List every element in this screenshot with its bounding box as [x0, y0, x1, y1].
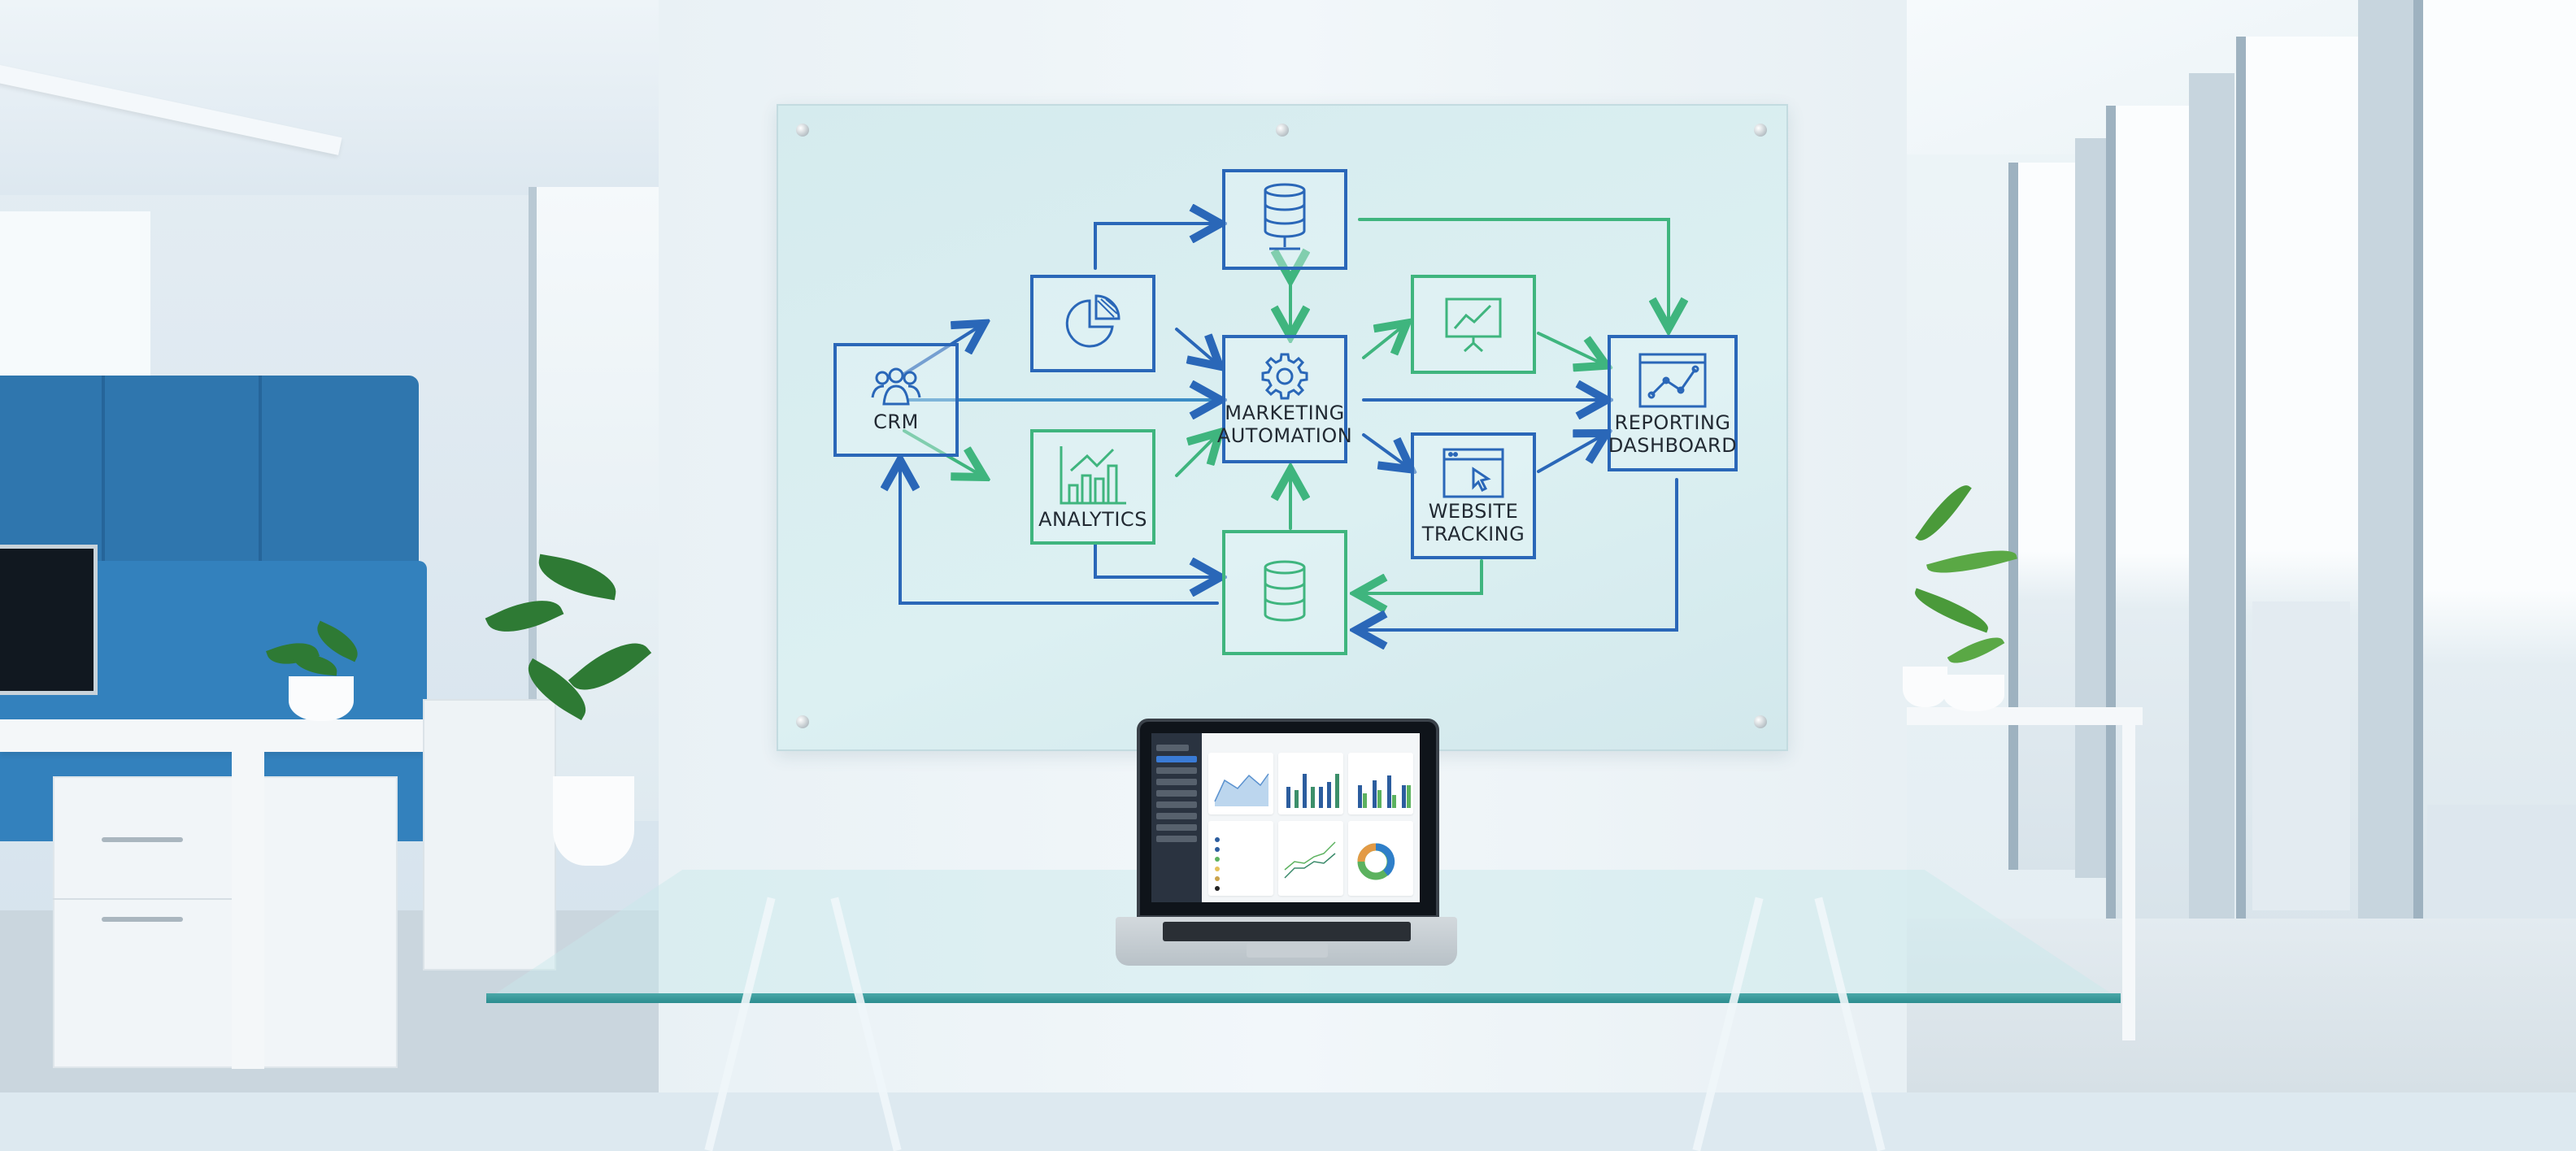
- bar-chart-icon: [1060, 446, 1126, 505]
- laptop-trackpad[interactable]: [1247, 943, 1328, 958]
- desk: [0, 719, 423, 752]
- dashboard-sidebar: [1151, 733, 1202, 902]
- reporting-label-2: DASHBOARD: [1608, 434, 1738, 457]
- mounting-pin: [1754, 715, 1767, 728]
- plant-pot: [1903, 667, 1947, 707]
- donut-chart-card: [1348, 821, 1413, 896]
- nav-item[interactable]: [1156, 836, 1197, 842]
- dashboard-main: [1202, 733, 1420, 902]
- mounting-pin: [1276, 124, 1289, 137]
- laptop-keyboard[interactable]: [1163, 922, 1411, 941]
- database-node: [1222, 169, 1347, 270]
- database-icon: [1264, 560, 1306, 622]
- divider-seam: [259, 376, 262, 562]
- laptop-screen[interactable]: [1137, 719, 1439, 919]
- mounting-pin: [796, 715, 809, 728]
- website-label-2: TRACKING: [1421, 523, 1525, 545]
- area-chart-card: [1208, 753, 1273, 814]
- website-tracking-node: WEBSITE TRACKING: [1411, 432, 1536, 559]
- city-building: [2252, 602, 2350, 910]
- presentation-node: [1411, 275, 1536, 374]
- drawer-handle: [102, 917, 183, 922]
- segmentation-node: [1030, 275, 1155, 372]
- window-mullion: [2189, 73, 2234, 935]
- drawer-handle: [102, 837, 183, 842]
- divider-seam: [102, 376, 105, 562]
- pie-chart-icon: [1065, 294, 1120, 348]
- nav-item[interactable]: [1156, 790, 1197, 797]
- website-label-1: WEBSITE: [1428, 500, 1519, 523]
- marketing-automation-node: MARKETING AUTOMATION: [1217, 335, 1352, 463]
- plant-pot: [553, 776, 634, 866]
- plant-pot: [1943, 675, 2004, 711]
- nav-item[interactable]: [1156, 801, 1197, 808]
- grouped-bar-card: [1348, 753, 1413, 814]
- cubicle-divider: [0, 376, 419, 562]
- nav-item[interactable]: [1156, 745, 1189, 751]
- line-chart-card: [1278, 821, 1343, 896]
- table-leg: [2122, 723, 2135, 1040]
- carpet-floor: [1907, 919, 2576, 1092]
- gear-icon: [1261, 353, 1308, 400]
- drawer-divider: [53, 898, 232, 900]
- nav-item[interactable]: [1156, 779, 1197, 785]
- nav-item[interactable]: [1156, 767, 1197, 774]
- users-icon: [871, 367, 921, 406]
- automation-label-1: MARKETING: [1225, 402, 1345, 424]
- line-chart-icon: [1638, 353, 1707, 408]
- window-mullion: [2358, 0, 2413, 1024]
- plant-pot: [289, 676, 354, 721]
- crm-label: CRM: [873, 410, 919, 433]
- computer-monitor: [0, 545, 98, 695]
- database-node-bottom: [1222, 530, 1347, 655]
- window: [0, 211, 150, 382]
- window-mullion: [2075, 138, 2106, 878]
- automation-label-2: AUTOMATION: [1216, 424, 1353, 447]
- analytics-node: ANALYTICS: [1030, 429, 1155, 545]
- nav-item-active[interactable]: [1156, 756, 1197, 762]
- drawer-cabinet: [53, 776, 398, 1068]
- presentation-chart-icon: [1445, 298, 1502, 353]
- desk-leg: [232, 748, 264, 1069]
- mounting-pin: [1754, 124, 1767, 137]
- glass-whiteboard: CRM MARKETING AUTOMATION ANALYTICS WEBSI…: [777, 104, 1788, 751]
- desk: [423, 699, 556, 971]
- database-icon: [1264, 183, 1306, 250]
- crm-node: CRM: [833, 343, 959, 457]
- list-card: [1208, 821, 1273, 896]
- bar-chart-card: [1278, 753, 1343, 814]
- side-table: [1907, 707, 2143, 725]
- analytics-label: ANALYTICS: [1038, 508, 1147, 531]
- mounting-pin: [796, 124, 809, 137]
- flow-arrows: [778, 106, 1786, 749]
- nav-item[interactable]: [1156, 824, 1197, 831]
- reporting-dashboard-node: REPORTING DASHBOARD: [1608, 335, 1738, 471]
- glass-desk-edge: [486, 993, 2121, 1003]
- browser-cursor-icon: [1442, 448, 1504, 498]
- reporting-label-1: REPORTING: [1614, 411, 1731, 434]
- nav-item[interactable]: [1156, 813, 1197, 819]
